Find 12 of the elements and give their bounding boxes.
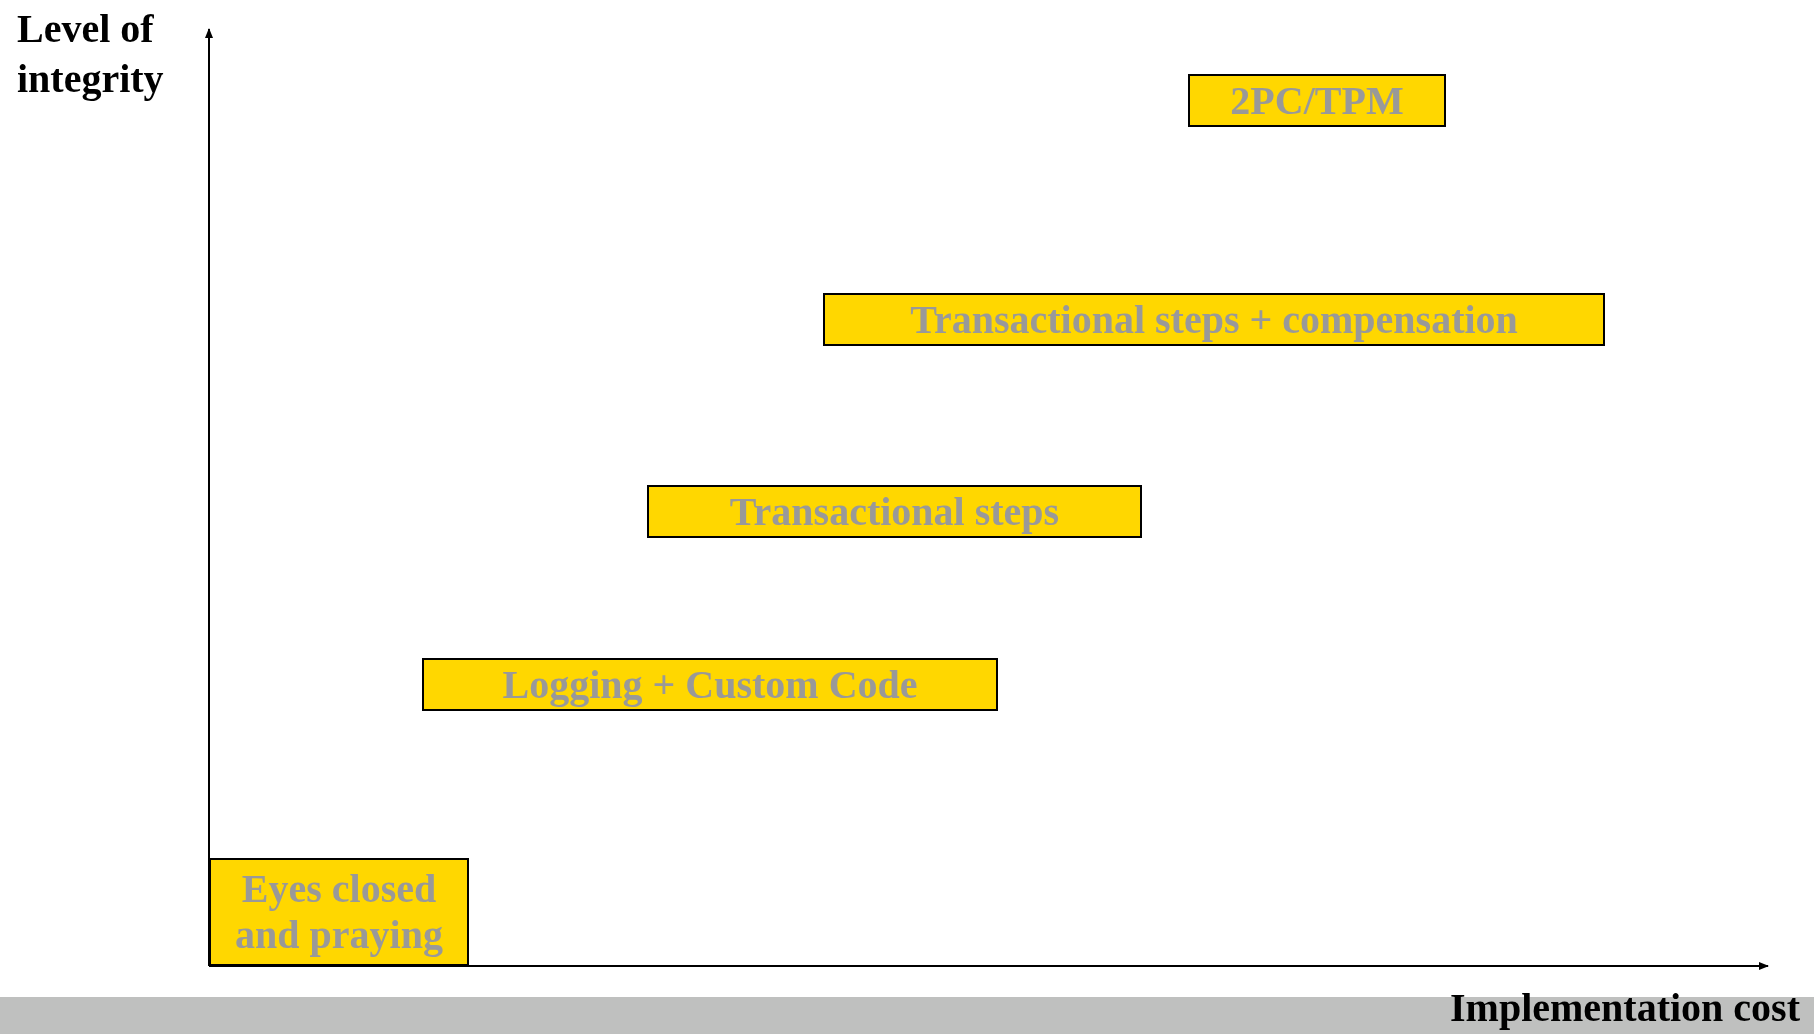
approach-box bbox=[422, 658, 998, 711]
approach-box bbox=[647, 485, 1142, 538]
approach-label: Eyes closed and praying bbox=[234, 866, 444, 958]
approach-label: Transactional steps bbox=[728, 488, 1061, 535]
approach-label: 2PC/TPM bbox=[1229, 77, 1405, 124]
approach-box bbox=[209, 858, 469, 966]
axis-title: Implementation cost bbox=[1450, 984, 1800, 1032]
approach-label: Transactional steps + compensation bbox=[909, 296, 1519, 343]
approach-label: Logging + Custom Code bbox=[501, 661, 919, 708]
axis-title: Level of integrity bbox=[17, 5, 165, 103]
approach-box bbox=[823, 293, 1605, 346]
approach-box bbox=[1188, 74, 1446, 127]
